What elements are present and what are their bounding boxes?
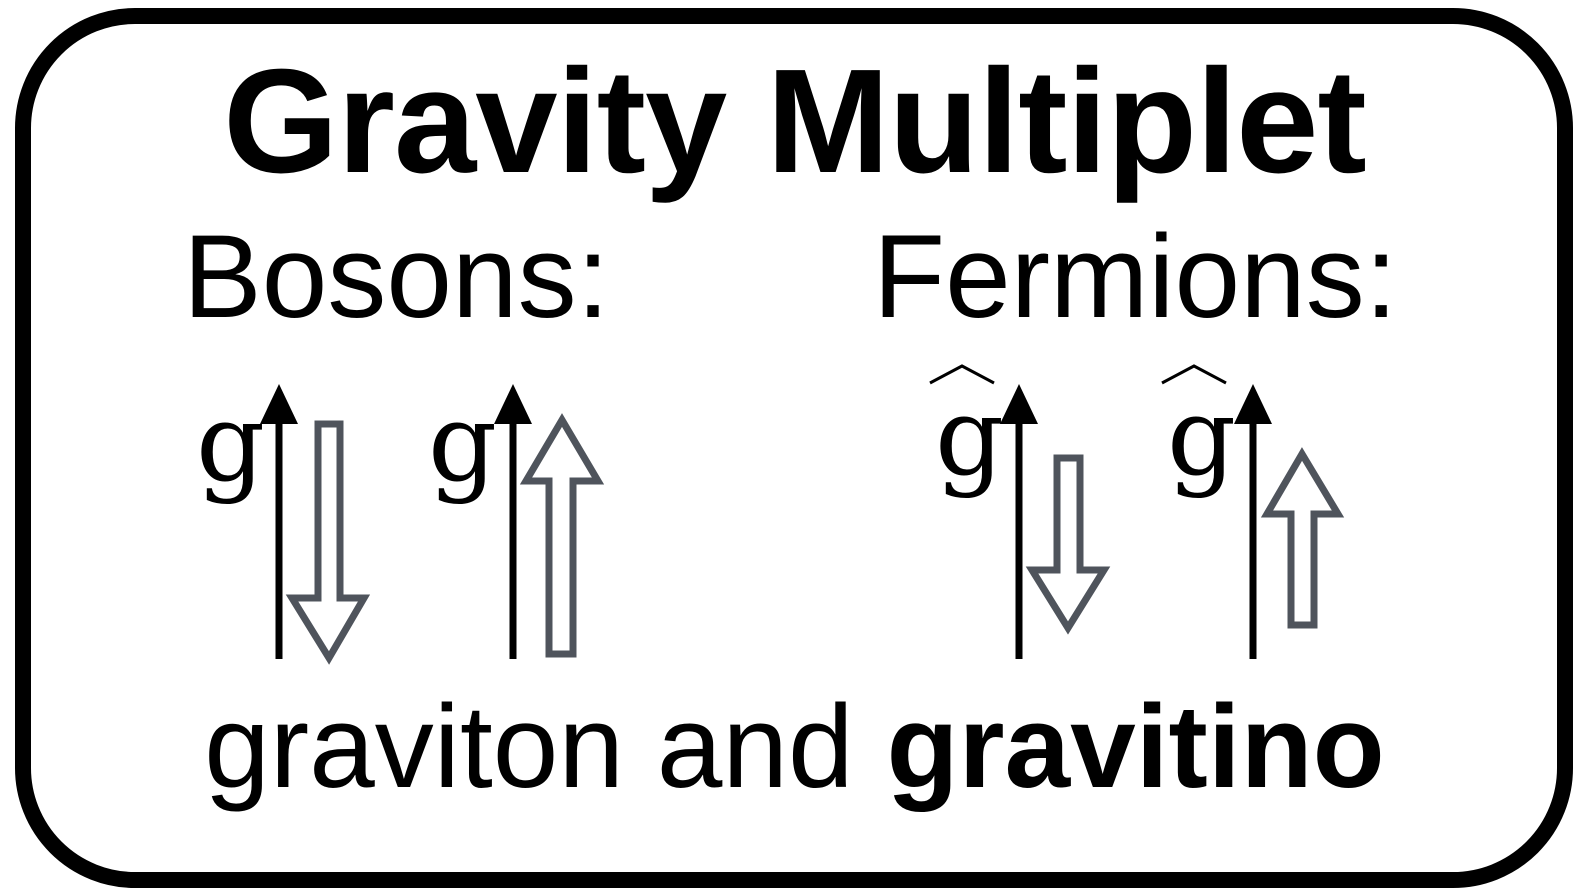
caption-plain-text: graviton and [204,681,854,813]
boson-1-solid-up-arrow [260,384,298,659]
fermion-2-symbol: g [1167,375,1237,500]
fermion-2-hollow-up-arrow [1260,447,1345,629]
boson-2-symbol: g [428,381,498,506]
fermions-heading: Fermions: [873,211,1398,343]
fermion-1-solid-up-arrow [1000,384,1038,659]
fermion-1-symbol: g [935,375,1005,500]
caption-bold-text: gravitino [886,681,1385,813]
boson-2-hollow-up-arrow [519,413,605,658]
fermion-1-hat-icon [929,364,995,385]
bosons-heading: Bosons: [183,211,610,343]
fermion-2-solid-up-arrow [1234,384,1272,659]
diagram-caption: graviton and gravitino [0,682,1589,812]
diagram-title: Gravity Multiplet [223,39,1367,204]
fermion-1-hollow-down-arrow [1025,454,1111,635]
diagram-frame [15,8,1573,888]
boson-2-solid-up-arrow [494,384,532,659]
fermion-2-hat-icon [1161,364,1227,385]
boson-1-symbol: g [196,381,266,506]
boson-1-hollow-down-arrow [285,420,371,665]
